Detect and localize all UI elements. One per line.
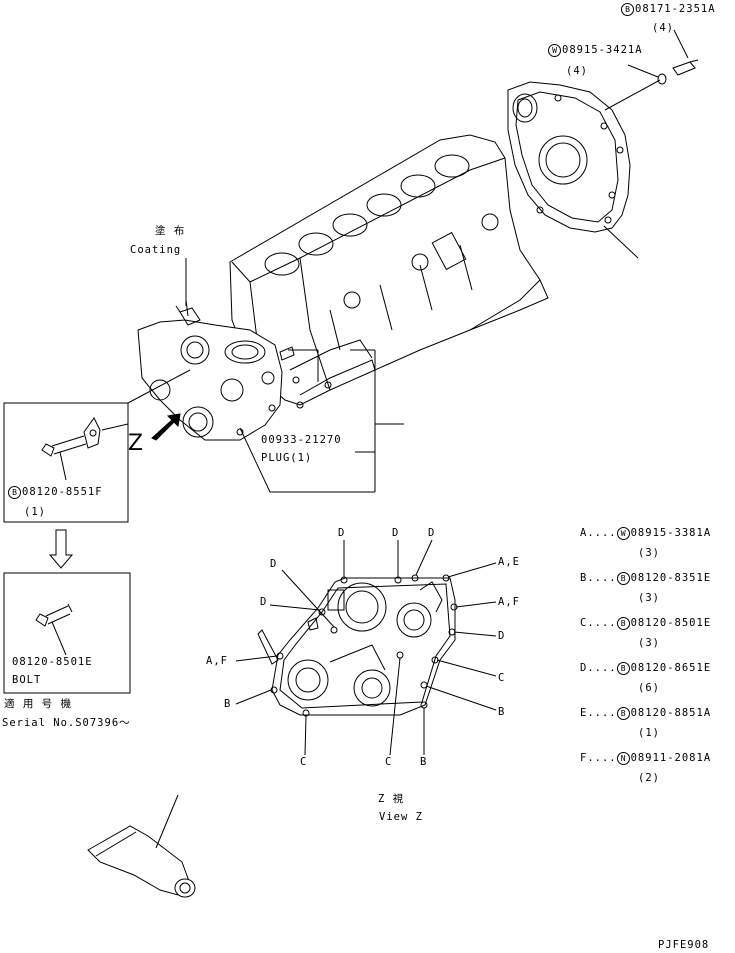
z-view-arrow <box>151 413 181 441</box>
callout-b: B <box>420 756 428 768</box>
serial-label-en: Serial No.S07396～ <box>2 717 131 729</box>
change-arrow <box>48 529 74 569</box>
coating-tube <box>87 794 196 898</box>
new-bolt-drawing <box>35 603 73 656</box>
legend-b-qty: (3) <box>638 592 660 604</box>
inset-old-qty: (1) <box>24 506 46 518</box>
cylinder-block <box>229 134 549 409</box>
plug-leaders <box>239 349 404 493</box>
callout-af: A,F <box>498 596 520 608</box>
top-part-1-qty: (4) <box>652 22 674 34</box>
callout-c: C <box>385 756 393 768</box>
callout-d: D <box>392 527 400 539</box>
prefix-w-icon: W <box>616 527 630 540</box>
legend-a-qty: (3) <box>638 547 660 559</box>
prefix-n-icon: N <box>616 752 630 765</box>
inset-new-label: BOLT <box>12 674 42 686</box>
callout-d: D <box>270 558 278 570</box>
drawing-code: PJFE908 <box>658 939 710 951</box>
prefix-b-icon: B <box>616 662 630 675</box>
callout-ae: A,E <box>498 556 520 568</box>
callout-c: C <box>300 756 308 768</box>
coating-label-en: Coating <box>130 244 182 256</box>
callout-d: D <box>428 527 436 539</box>
coating-label-jp: 塗 布 <box>155 225 186 237</box>
prefix-b-icon: B <box>616 572 630 585</box>
inset-box-old <box>3 402 129 523</box>
callout-d: D <box>498 630 506 642</box>
callout-d: D <box>260 596 268 608</box>
view-letter: Z <box>128 431 145 456</box>
prefix-b-icon: B <box>621 3 634 16</box>
inset-new-number: 08120-8501E <box>12 656 93 668</box>
flywheel-housing <box>507 29 699 259</box>
plug-number: 00933-21270 <box>261 434 342 446</box>
front-cover-assembly <box>137 258 283 441</box>
serial-label-jp: 適 用 号 機 <box>4 698 72 710</box>
prefix-b-icon: B <box>8 486 21 499</box>
view-caption-jp: Z 視 <box>378 793 405 805</box>
legend-f-qty: (2) <box>638 772 660 784</box>
legend-e-qty: (1) <box>638 727 660 739</box>
callout-c: C <box>498 672 506 684</box>
prefix-b-icon: B <box>616 617 630 630</box>
callout-b: B <box>224 698 232 710</box>
old-bolt-drawing <box>41 369 191 481</box>
inset-box-new <box>3 572 131 694</box>
callout-d: D <box>338 527 346 539</box>
callout-af: A,F <box>206 655 228 667</box>
prefix-b-icon: B <box>616 707 630 720</box>
prefix-w-icon: W <box>548 44 561 57</box>
view-z-cover <box>257 577 456 716</box>
legend-c-qty: (3) <box>638 637 660 649</box>
callout-leaders <box>235 539 497 756</box>
legend-d-qty: (6) <box>638 682 660 694</box>
plug-label: PLUG(1) <box>261 452 313 464</box>
view-caption-en: View Z <box>379 811 423 823</box>
top-part-2-qty: (4) <box>566 65 588 77</box>
callout-b: B <box>498 706 506 718</box>
